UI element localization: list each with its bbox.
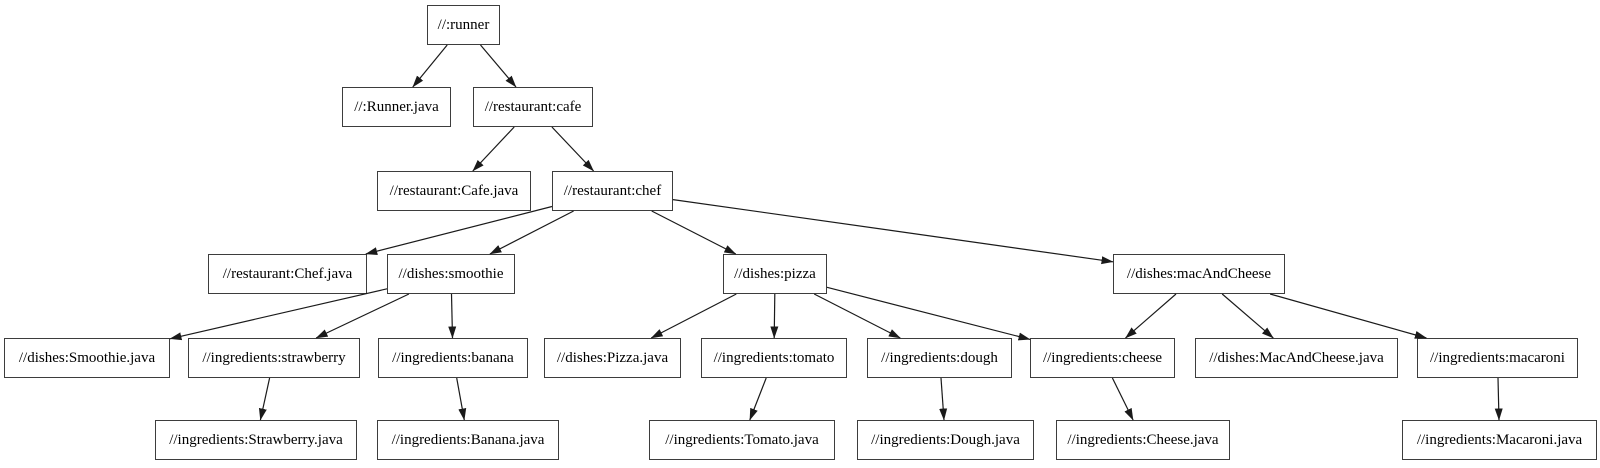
graph-node-label: //:Runner.java: [354, 98, 439, 115]
graph-node-macaroni: //ingredients:macaroni: [1417, 338, 1578, 378]
graph-node-runner: //:runner: [427, 5, 500, 45]
graph-node-strawberry_java: //ingredients:Strawberry.java: [155, 420, 357, 460]
graph-node-label: //dishes:pizza: [734, 265, 816, 282]
graph-node-mac_and_cheese_java: //dishes:MacAndCheese.java: [1195, 338, 1398, 378]
graph-node-cheese_java: //ingredients:Cheese.java: [1056, 420, 1230, 460]
graph-node-label: //dishes:Pizza.java: [556, 349, 669, 366]
graph-node-label: //ingredients:Tomato.java: [665, 431, 819, 448]
graph-node-label: //restaurant:Chef.java: [222, 265, 353, 282]
graph-node-label: //restaurant:chef: [563, 182, 662, 199]
graph-node-chef_java: //restaurant:Chef.java: [208, 254, 367, 294]
graph-node-runner_java: //:Runner.java: [342, 87, 451, 127]
graph-node-pizza_java: //dishes:Pizza.java: [544, 338, 681, 378]
graph-node-label: //ingredients:macaroni: [1430, 349, 1565, 366]
graph-node-label: //restaurant:cafe: [484, 98, 582, 115]
graph-node-banana_java: //ingredients:Banana.java: [377, 420, 559, 460]
graph-node-dough_java: //ingredients:Dough.java: [857, 420, 1034, 460]
graph-node-label: //ingredients:Cheese.java: [1067, 431, 1219, 448]
graph-node-label: //restaurant:Cafe.java: [389, 182, 519, 199]
graph-node-smoothie_java: //dishes:Smoothie.java: [4, 338, 170, 378]
graph-node-mac_and_cheese: //dishes:macAndCheese: [1113, 254, 1285, 294]
graph-node-pizza: //dishes:pizza: [723, 254, 827, 294]
graph-node-label: //dishes:Smoothie.java: [18, 349, 156, 366]
graph-node-smoothie: //dishes:smoothie: [387, 254, 515, 294]
graph-node-banana: //ingredients:banana: [378, 338, 528, 378]
graph-node-label: //dishes:MacAndCheese.java: [1209, 349, 1384, 366]
graph-node-label: //ingredients:Banana.java: [391, 431, 545, 448]
graph-node-label: //ingredients:Macaroni.java: [1416, 431, 1583, 448]
graph-node-cafe_java: //restaurant:Cafe.java: [377, 171, 531, 211]
graph-node-cheese: //ingredients:cheese: [1030, 338, 1175, 378]
graph-node-label: //ingredients:Dough.java: [871, 431, 1020, 448]
graph-node-label: //dishes:smoothie: [398, 265, 504, 282]
graph-node-label: //ingredients:strawberry: [202, 349, 346, 366]
graph-node-label: //ingredients:dough: [881, 349, 998, 366]
graph-node-cafe: //restaurant:cafe: [473, 87, 593, 127]
graph-node-label: //ingredients:tomato: [713, 349, 835, 366]
graph-node-macaroni_java: //ingredients:Macaroni.java: [1402, 420, 1597, 460]
graph-node-label: //ingredients:cheese: [1042, 349, 1163, 366]
graph-node-tomato: //ingredients:tomato: [701, 338, 847, 378]
graph-node-label: //:runner: [437, 16, 490, 33]
graph-node-strawberry: //ingredients:strawberry: [188, 338, 360, 378]
graph-node-chef: //restaurant:chef: [552, 171, 673, 211]
graph-node-label: //dishes:macAndCheese: [1126, 265, 1272, 282]
graph-node-label: //ingredients:banana: [392, 349, 514, 366]
graph-node-label: //ingredients:Strawberry.java: [169, 431, 343, 448]
graph-node-tomato_java: //ingredients:Tomato.java: [649, 420, 835, 460]
graph-node-dough: //ingredients:dough: [867, 338, 1012, 378]
